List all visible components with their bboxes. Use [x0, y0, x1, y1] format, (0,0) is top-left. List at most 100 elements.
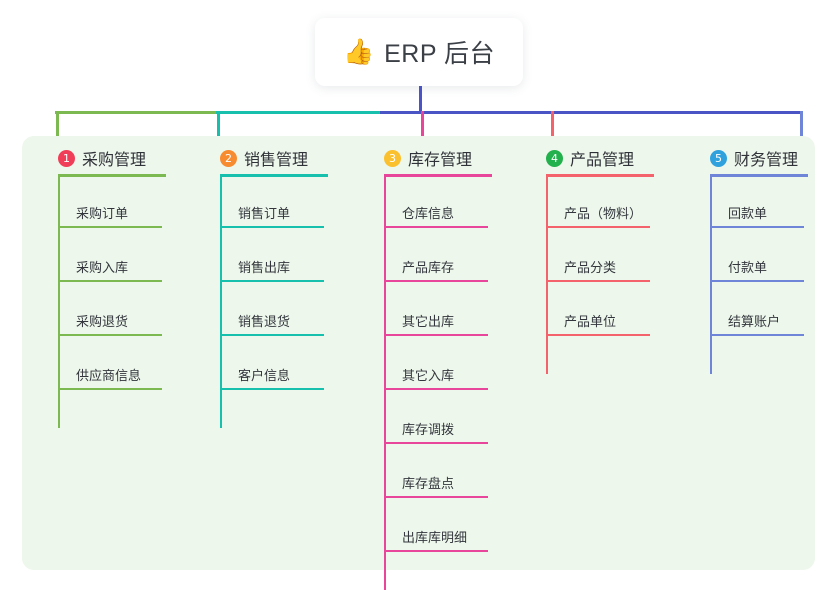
bus-segment-3 [380, 111, 802, 114]
branch-item[interactable]: 库存调拨 [386, 398, 488, 444]
branch-header-rule [384, 174, 492, 177]
branch-item-rule [222, 388, 324, 390]
branch-spine [58, 174, 60, 428]
branch-item-label: 产品单位 [564, 314, 617, 329]
branch-spine [220, 174, 222, 428]
branch-drop-1 [56, 111, 59, 143]
root-stem-connector [419, 86, 422, 113]
branch-item[interactable]: 结算账户 [712, 290, 804, 336]
branch-header-5[interactable]: 5 财务管理 [710, 146, 798, 170]
branch-item-rule [386, 280, 488, 282]
branch-column-3: 3 库存管理仓库信息产品库存其它出库其它入库库存调拨库存盘点出库库明细 [366, 136, 516, 590]
branch-header-3[interactable]: 3 库存管理 [384, 146, 472, 170]
branch-item[interactable]: 付款单 [712, 236, 804, 282]
branches-panel: 1 采购管理采购订单采购入库采购退货供应商信息 2 销售管理销售订单销售出库销售退货客… [22, 136, 815, 590]
branch-number-badge: 2 [220, 149, 237, 167]
branch-drop-2 [217, 111, 220, 143]
branch-item-label: 采购入库 [76, 260, 129, 275]
branch-item-rule [60, 334, 162, 336]
branch-item-label: 库存盘点 [402, 476, 455, 491]
branch-item-label: 付款单 [728, 260, 768, 275]
branch-item-label: 产品库存 [402, 260, 455, 275]
branch-item[interactable]: 其它出库 [386, 290, 488, 336]
branch-item-rule [386, 550, 488, 552]
branch-item[interactable]: 产品库存 [386, 236, 488, 282]
thumbs-up-icon: 👍 [342, 37, 375, 66]
branch-item-rule [386, 226, 488, 228]
branch-item-rule [222, 280, 324, 282]
branch-title: 销售管理 [244, 152, 309, 169]
root-node-title: ERP 后台 [384, 40, 496, 68]
branch-item[interactable]: 采购退货 [60, 290, 162, 336]
branch-item[interactable]: 产品（物料） [548, 182, 650, 228]
branch-title: 产品管理 [570, 152, 635, 169]
branch-item[interactable]: 库存盘点 [386, 452, 488, 498]
branch-item[interactable]: 出库库明细 [386, 506, 488, 552]
branch-item-label: 销售退货 [238, 314, 291, 329]
branch-item-label: 其它入库 [402, 368, 455, 383]
branch-number-badge: 1 [58, 149, 75, 167]
branch-header-1[interactable]: 1 采购管理 [58, 146, 146, 170]
branch-item-label: 产品（物料） [564, 206, 643, 221]
branch-item-label: 其它出库 [402, 314, 455, 329]
branch-item-label: 库存调拨 [402, 422, 455, 437]
root-node[interactable]: 👍 ERP 后台 [315, 18, 523, 86]
branch-header-rule [58, 174, 166, 177]
branch-number-badge: 5 [710, 149, 727, 167]
branch-item-label: 产品分类 [564, 260, 617, 275]
branch-header-rule [546, 174, 654, 177]
branch-item[interactable]: 采购订单 [60, 182, 162, 228]
branch-title: 库存管理 [408, 152, 473, 169]
branch-item[interactable]: 其它入库 [386, 344, 488, 390]
branch-item-label: 结算账户 [728, 314, 781, 329]
branch-item-label: 供应商信息 [76, 368, 142, 383]
branch-number-badge: 3 [384, 149, 401, 167]
branch-item[interactable]: 销售订单 [222, 182, 324, 228]
branch-item-rule [712, 226, 804, 228]
branch-drop-5 [800, 111, 803, 143]
branch-header-rule [220, 174, 328, 177]
branch-number-badge: 4 [546, 149, 563, 167]
branch-item[interactable]: 销售退货 [222, 290, 324, 336]
branch-item-rule [548, 334, 650, 336]
branch-drop-4 [551, 111, 554, 143]
branch-item[interactable]: 产品单位 [548, 290, 650, 336]
branch-item[interactable]: 供应商信息 [60, 344, 162, 390]
branch-item-label: 仓库信息 [402, 206, 455, 221]
branch-item-rule [60, 388, 162, 390]
branch-title: 财务管理 [734, 152, 799, 169]
branch-header-2[interactable]: 2 销售管理 [220, 146, 308, 170]
branch-item-label: 回款单 [728, 206, 768, 221]
branch-item[interactable]: 仓库信息 [386, 182, 488, 228]
branch-column-1: 1 采购管理采购订单采购入库采购退货供应商信息 [40, 136, 190, 570]
branch-title: 采购管理 [82, 152, 147, 169]
branch-item-rule [548, 226, 650, 228]
branch-item-rule [222, 226, 324, 228]
branch-column-2: 2 销售管理销售订单销售出库销售退货客户信息 [202, 136, 352, 570]
branch-spine [546, 174, 548, 374]
branch-header-rule [710, 174, 808, 177]
branch-item-label: 采购订单 [76, 206, 129, 221]
branch-item-rule [60, 226, 162, 228]
branch-item-label: 出库库明细 [402, 530, 468, 545]
branch-item[interactable]: 销售出库 [222, 236, 324, 282]
bus-segment-1 [55, 111, 216, 114]
branch-column-5: 5 财务管理回款单付款单结算账户 [692, 136, 832, 570]
branch-spine [710, 174, 712, 374]
branch-item-label: 采购退货 [76, 314, 129, 329]
branch-column-4: 4 产品管理产品（物料） 产品分类产品单位 [528, 136, 678, 570]
branch-item[interactable]: 回款单 [712, 182, 804, 228]
branch-item[interactable]: 采购入库 [60, 236, 162, 282]
branch-item-label: 销售出库 [238, 260, 291, 275]
branch-item-label: 客户信息 [238, 368, 291, 383]
branch-item[interactable]: 产品分类 [548, 236, 650, 282]
branch-item-rule [712, 334, 804, 336]
branch-item-rule [60, 280, 162, 282]
branch-item[interactable]: 客户信息 [222, 344, 324, 390]
branch-item-rule [712, 280, 804, 282]
branch-header-4[interactable]: 4 产品管理 [546, 146, 634, 170]
branch-item-rule [386, 496, 488, 498]
branch-item-rule [548, 280, 650, 282]
branch-item-rule [222, 334, 324, 336]
